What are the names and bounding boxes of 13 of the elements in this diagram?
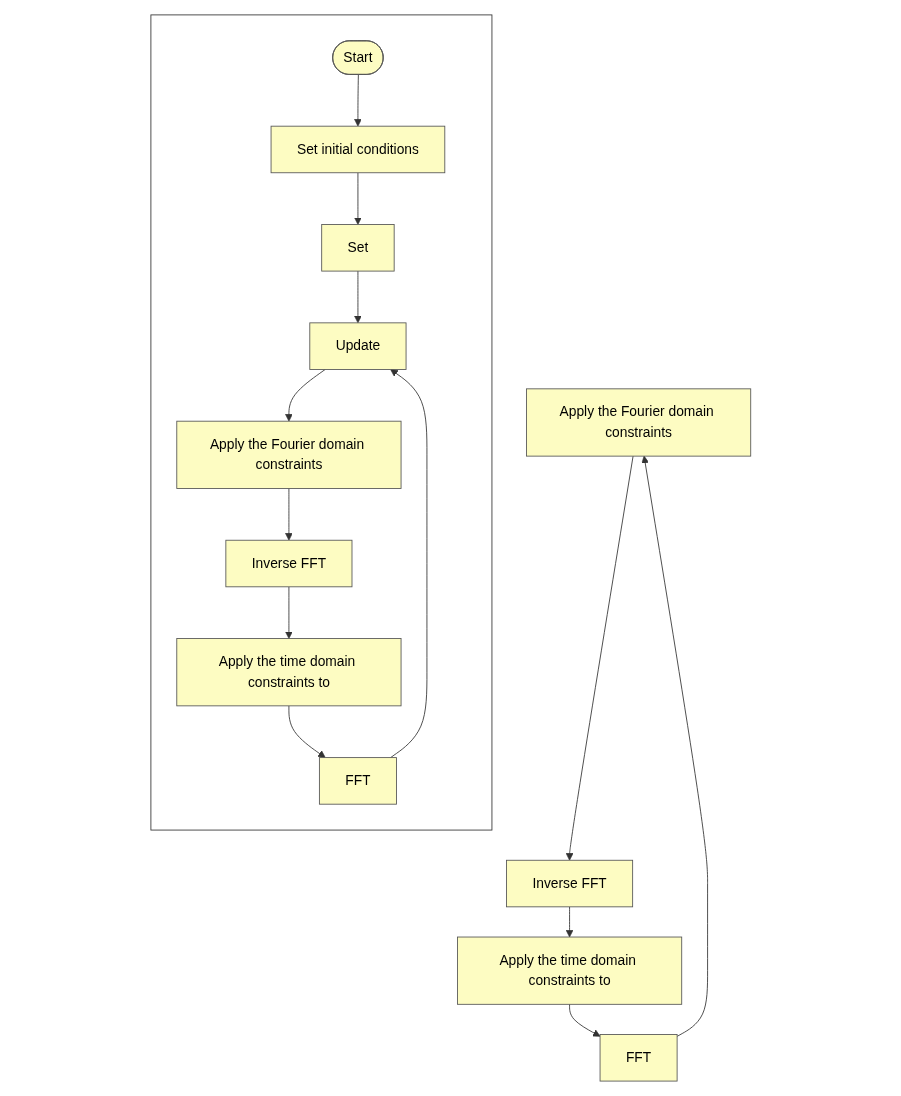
node-box [525, 388, 751, 457]
node-box [225, 539, 353, 588]
node-box [318, 757, 397, 805]
node-box [599, 1034, 678, 1082]
node-box [456, 936, 682, 1005]
node-box [505, 859, 633, 908]
flowchart-drawing: Start Set initial conditions Set Update Apply the Fourier domain constraints Inverse FFT Apply the time domain constraints to FFT Apply the Fourier domain constraints Inverse FFT Apply the time domain constraints to FFT [143, 8, 758, 1088]
node-box [176, 420, 402, 489]
node-box [270, 125, 445, 174]
cluster [150, 14, 493, 831]
node-box [309, 322, 407, 370]
node-box [320, 224, 395, 272]
node-box [176, 638, 402, 707]
